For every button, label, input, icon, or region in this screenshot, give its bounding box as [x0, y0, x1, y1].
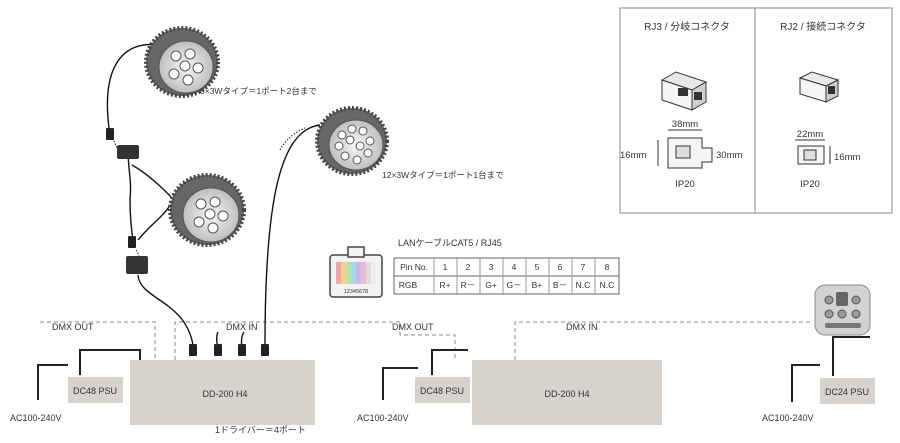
svg-text:4: 4	[512, 262, 517, 272]
svg-text:1: 1	[443, 262, 448, 272]
rj3-connector-icon	[660, 71, 708, 111]
connector-spec-box: RJ3 / 分岐コネクタ RJ2 / 接続コネクタ 38mm 16mm 30mm…	[619, 7, 893, 214]
svg-text:B+: B+	[532, 280, 543, 290]
svg-text:N.C: N.C	[600, 280, 615, 290]
pin-table: Pin No. 1 2 3 4 5 6 7 8 RGB R+ R－ G+ G－ …	[393, 257, 620, 295]
svg-text:G+: G+	[485, 280, 497, 290]
svg-text:2: 2	[466, 262, 471, 272]
svg-text:DC24 PSU: DC24 PSU	[825, 387, 869, 397]
driver-1: DD-200 H4	[130, 360, 315, 425]
svg-text:DC48 PSU: DC48 PSU	[73, 386, 117, 396]
plugs	[106, 128, 269, 356]
light-head-6x3w-bottom	[168, 173, 246, 247]
svg-text:DD-200 H4: DD-200 H4	[544, 389, 589, 399]
light-head-12x3w	[315, 106, 389, 176]
svg-text:IP20: IP20	[800, 179, 820, 190]
ac-label-3: AC100-240V	[762, 413, 814, 423]
svg-text:22mm: 22mm	[797, 129, 823, 140]
svg-text:12345678: 12345678	[344, 289, 368, 295]
svg-text:N.C: N.C	[576, 280, 591, 290]
svg-text:30mm: 30mm	[716, 150, 742, 161]
dmx-in-label-1: DMX IN	[226, 322, 258, 332]
svg-text:R+: R+	[439, 280, 450, 290]
ac-label-1: AC100-240V	[10, 413, 62, 423]
rj45-icon: 12345678	[329, 246, 383, 298]
dmx-out-label-1: DMX OUT	[52, 322, 94, 332]
svg-text:DC48 PSU: DC48 PSU	[420, 386, 464, 396]
svg-text:DD-200 H4: DD-200 H4	[202, 389, 247, 399]
svg-text:R－: R－	[461, 280, 476, 290]
light-head-6x3w-top	[144, 26, 220, 98]
ac-lines	[37, 336, 870, 402]
svg-text:B－: B－	[553, 280, 567, 290]
svg-text:G－: G－	[506, 280, 521, 290]
rj3-title: RJ3 / 分岐コネクタ	[644, 20, 730, 33]
controller-device	[814, 284, 871, 336]
rj2-connector-icon	[798, 71, 840, 103]
ac-label-2: AC100-240V	[357, 413, 409, 423]
lan-title: LANケーブルCAT5 / RJ45	[398, 237, 502, 248]
driver-2: DD-200 H4	[472, 360, 662, 425]
dmx-lines	[40, 321, 810, 360]
psu-3: DC24 PSU	[820, 378, 875, 404]
rj2-title: RJ2 / 接続コネクタ	[780, 20, 866, 33]
svg-text:IP20: IP20	[675, 179, 695, 190]
note-6x3w: 6×3Wタイプ＝1ポート2台まで	[200, 86, 317, 96]
svg-text:5: 5	[535, 262, 540, 272]
svg-text:Pin No.: Pin No.	[400, 262, 428, 272]
ports-note: 1ドライバー＝4ポート	[215, 425, 306, 435]
psu-2: DC48 PSU	[415, 377, 470, 403]
svg-text:RGB: RGB	[399, 280, 418, 290]
svg-text:16mm: 16mm	[834, 152, 860, 163]
psu-1: DC48 PSU	[68, 377, 123, 403]
svg-text:38mm: 38mm	[672, 119, 698, 130]
svg-text:6: 6	[558, 262, 563, 272]
svg-text:3: 3	[489, 262, 494, 272]
dmx-in-label-2: DMX IN	[566, 322, 598, 332]
note-12x3w: 12×3Wタイプ＝1ポート1台まで	[382, 170, 504, 180]
svg-text:8: 8	[605, 262, 610, 272]
svg-text:7: 7	[581, 262, 586, 272]
dmx-out-label-2: DMX OUT	[392, 322, 434, 332]
svg-text:16mm: 16mm	[620, 150, 646, 161]
